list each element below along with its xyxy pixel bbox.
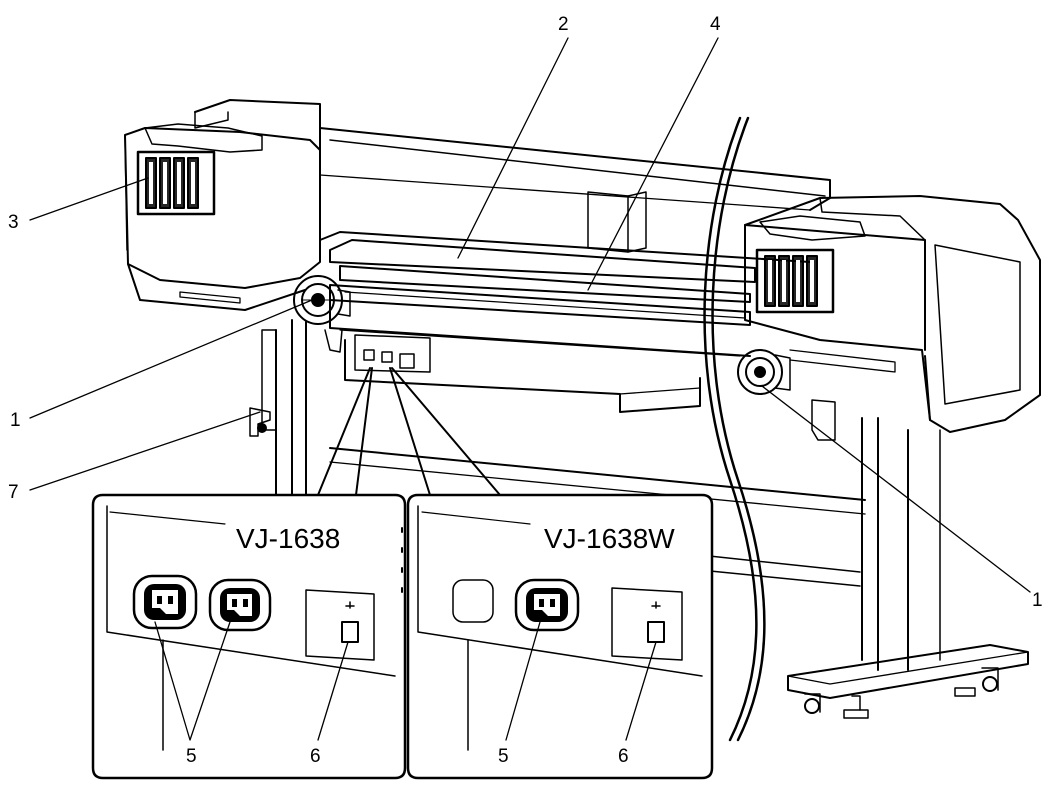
guide-bars xyxy=(329,239,756,357)
rear-connector-panel xyxy=(324,329,701,413)
callout-1-right: 1 xyxy=(1032,590,1043,611)
printer-body xyxy=(124,99,1041,441)
callout-leaders xyxy=(29,37,1031,593)
callout-1-left: 1 xyxy=(10,410,21,431)
callout-labels: 2 4 3 1 7 1 5 6 5 6 VJ-1638 VJ-1638W xyxy=(8,14,1043,767)
callout-3: 3 xyxy=(8,212,19,233)
ac-inlet-left-a xyxy=(132,574,198,630)
ac-inlet-right xyxy=(514,578,580,632)
right-ink-slots xyxy=(755,248,835,314)
callout-5-right: 5 xyxy=(498,746,509,767)
printer-stand xyxy=(249,319,1029,719)
waste-valve xyxy=(249,329,277,437)
blank-inlet-cover xyxy=(452,579,494,623)
break-lines xyxy=(703,116,766,742)
callout-4: 4 xyxy=(710,14,721,35)
left-roll-holder xyxy=(293,275,351,325)
callout-6-right: 6 xyxy=(618,746,629,767)
inset-pointer-lines xyxy=(317,367,501,496)
network-port-left xyxy=(305,589,375,661)
ac-inlet-left-b xyxy=(208,578,272,632)
inset-title-vj-1638: VJ-1638 xyxy=(236,523,340,554)
inset-vj-1638w xyxy=(406,493,714,780)
callout-2: 2 xyxy=(558,14,569,35)
inset-vj-1638 xyxy=(91,493,407,780)
caster-wheels xyxy=(804,667,999,719)
right-roll-holder xyxy=(737,349,836,441)
callout-6-left: 6 xyxy=(310,746,321,767)
callout-7: 7 xyxy=(8,482,19,503)
inset-title-vj-1638w: VJ-1638W xyxy=(544,523,675,554)
left-ink-slots xyxy=(136,150,216,216)
callout-5-left: 5 xyxy=(186,746,197,767)
